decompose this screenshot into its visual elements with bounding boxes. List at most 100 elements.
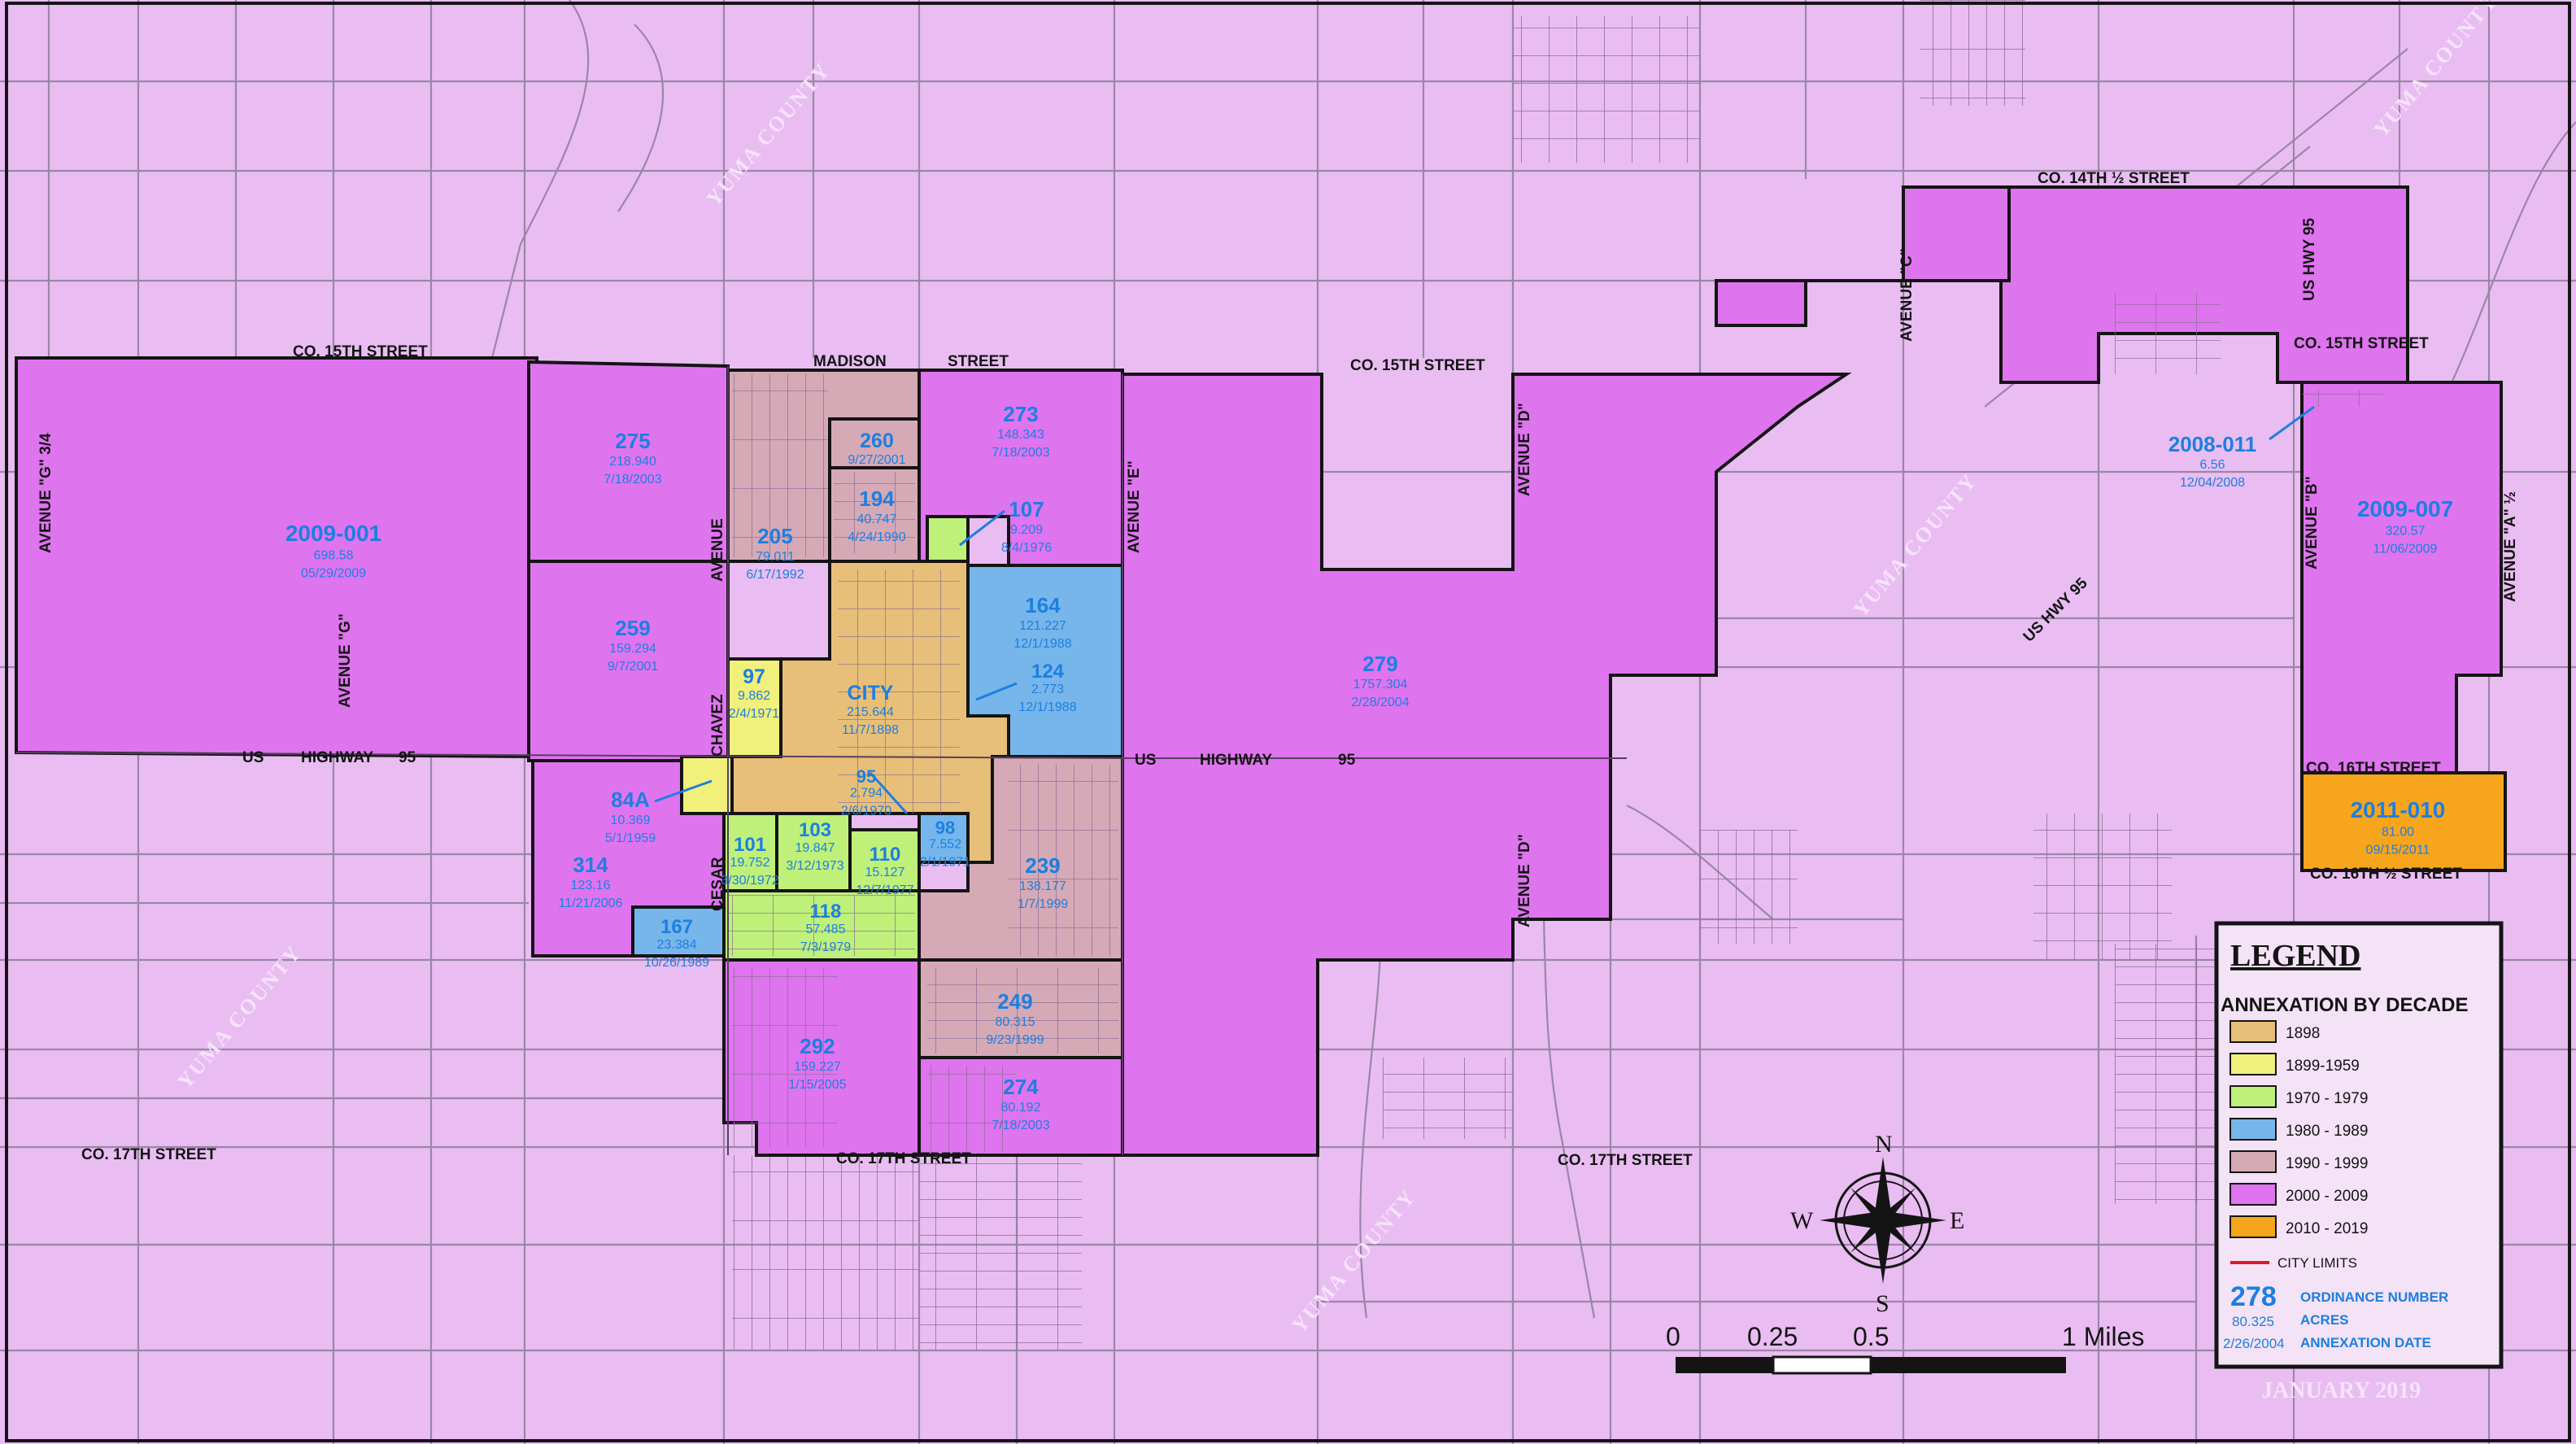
street-us95-west-a: US: [242, 749, 264, 766]
scale-bar: 0 0.25 0.5 1 Miles: [1666, 1322, 2144, 1375]
legend-label-6: 2010 - 2019: [2286, 1220, 2368, 1237]
scale-0: 0: [1666, 1322, 1680, 1351]
street-chavez: CHAVEZ: [709, 694, 726, 757]
scale-025: 0.25: [1747, 1322, 1798, 1351]
annex-279: [1121, 373, 1852, 1157]
street-madison-street: STREET: [948, 353, 1009, 370]
street-co17-east: CO. 17TH STREET: [1558, 1152, 1693, 1169]
street-ave-b: AVENUE "B": [2304, 476, 2321, 569]
annex-2011-010: [2300, 771, 2507, 872]
legend-label-3: 1980 - 1989: [2286, 1123, 2368, 1140]
legend-example-acres: 80.325: [2232, 1314, 2274, 1329]
street-co16-half: CO. 16TH ½ STREET: [2310, 866, 2462, 883]
scale-05: 0.5: [1853, 1322, 1889, 1351]
legend-swatch-3: [2229, 1118, 2277, 1141]
street-co16: CO. 16TH STREET: [2306, 760, 2441, 777]
north-arrow: N S E W: [1790, 1131, 1964, 1317]
legend-label-2: 1970 - 1979: [2286, 1090, 2368, 1107]
legend-example-ord-label: ORDINANCE NUMBER: [2300, 1289, 2448, 1305]
legend-swatch-2: [2229, 1085, 2277, 1108]
legend-label-0: 1898: [2286, 1025, 2320, 1042]
legend-example-date: 2/26/2004: [2223, 1336, 2285, 1351]
map-frame: [5, 2, 2571, 1442]
street-co17-mid: CO. 17TH STREET: [836, 1150, 971, 1167]
legend-swatch-4: [2229, 1150, 2277, 1173]
legend-swatch-5: [2229, 1183, 2277, 1206]
legend-swatch-1: [2229, 1053, 2277, 1075]
compass-n: N: [1875, 1131, 1893, 1158]
compass-s: S: [1876, 1290, 1890, 1317]
street-us95-west-b: HIGHWAY: [301, 749, 373, 766]
street-ave-f: AVENUE: [709, 518, 726, 582]
annex-2009-001: [15, 356, 538, 759]
legend-example-ord: 278: [2230, 1281, 2277, 1312]
annexed-subdivisions: [728, 293, 2383, 1151]
street-ave-e: AVENUE "E": [1126, 460, 1143, 553]
compass-w: W: [1790, 1207, 1814, 1234]
street-cesar: CESAR: [709, 857, 726, 911]
legend-label-4: 1990 - 1999: [2286, 1155, 2368, 1172]
legend-swatch-6: [2229, 1215, 2277, 1238]
legend: LEGEND ANNEXATION BY DECADE 18981899-195…: [2214, 921, 2504, 1369]
legend-label-5: 2000 - 2009: [2286, 1188, 2368, 1205]
street-ave-c: AVENUE "C": [1898, 248, 1916, 342]
street-ave-a-half: AVENUE "A" ½: [2502, 491, 2519, 602]
street-us95-east-c: 95: [1338, 752, 1356, 769]
compass-e: E: [1950, 1207, 1964, 1234]
street-co15-west: CO. 15TH STREET: [293, 343, 428, 360]
street-us-hwy-95-vert: US HWY 95: [2301, 217, 2318, 301]
street-ave-g-34: AVENUE "G" 3/4: [37, 433, 54, 553]
annex-84a: [680, 755, 734, 815]
legend-title: LEGEND: [2230, 939, 2360, 973]
street-us95-west-c: 95: [399, 749, 416, 766]
street-ave-d-s: AVENUE "D": [1516, 834, 1533, 927]
legend-city-limits: CITY LIMITS: [2277, 1255, 2357, 1271]
legend-label-1: 1899-1959: [2286, 1058, 2360, 1075]
street-co14-half: CO. 14TH ½ STREET: [2038, 170, 2190, 187]
annex-107: [926, 515, 970, 567]
legend-example-date-label: ANNEXATION DATE: [2300, 1335, 2431, 1350]
street-labels: CO. 15TH STREET MADISON STREET CO. 15TH …: [37, 170, 2519, 1169]
street-us95-east-a: US: [1135, 752, 1156, 769]
highway-lines: [15, 366, 1627, 1155]
street-madison: MADISON: [813, 353, 887, 370]
street-co15-mid: CO. 15TH STREET: [1350, 357, 1485, 374]
street-ave-g: AVENUE "G": [337, 613, 354, 708]
street-ave-d-n: AVENUE "D": [1516, 403, 1533, 496]
legend-swatch-0: [2229, 1020, 2277, 1043]
street-us95-east-b: HIGHWAY: [1200, 752, 1272, 769]
street-co15-east: CO. 15TH STREET: [2294, 335, 2429, 352]
annex-ave-c-strip: [1902, 185, 2011, 282]
